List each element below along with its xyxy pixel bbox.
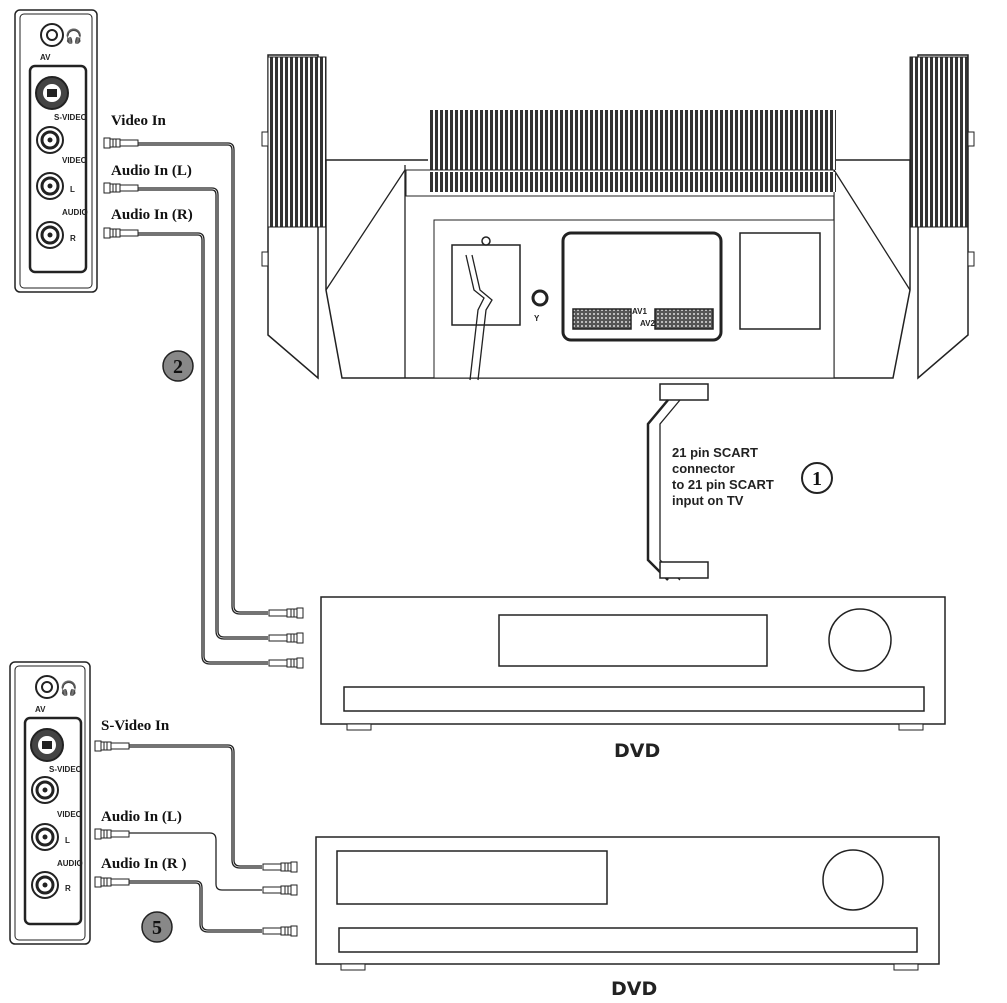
step-5-marker: 5 [141,911,173,943]
dvd-player-top [320,596,946,731]
dvd-label-bottom: DVD [611,978,657,1000]
headphone-icon: 🎧 [65,28,82,45]
av1-label: AV1 [632,307,648,316]
audio-label-bottom: AUDIO [57,859,83,868]
dvd-label-top: DVD [614,740,660,762]
av-panel-bottom: 🎧 AV S-VIDEO VIDEO L AUDIO R [9,661,91,945]
av-label-bottom: AV [35,705,46,714]
av-panel-top: 🎧 AV S-VIDEO VIDEO L AUDIO R [14,9,98,293]
video-label-bottom: VIDEO [57,810,82,819]
tv-back: Y AV1 AV2 [261,54,975,381]
plug-audio-r-top [103,227,139,239]
plug-s-video-bottom [94,740,130,752]
scart-line-4: input on TV [672,493,744,508]
svg-text:2: 2 [173,356,183,378]
svg-text:5: 5 [152,917,162,939]
video-jack-bottom[interactable] [30,775,60,805]
scart-cable [646,383,709,581]
cable-video-top [138,142,268,613]
scart-socket-av2[interactable] [654,308,714,330]
s-video-label-bottom: S-VIDEO [49,765,82,774]
cable-audio-l-top [138,187,268,638]
plug-audio-l-bottom [94,828,130,840]
label-audio-in-r-top: Audio In (R) [111,207,193,223]
s-video-jack-bottom[interactable] [30,728,64,762]
audio-r-jack-bottom[interactable] [30,870,60,900]
label-audio-in-r-bottom: Audio In (R ) [101,856,186,872]
r-label-bottom: R [65,884,71,893]
step-1-marker: 1 [801,462,833,494]
scart-line-3: to 21 pin SCART [672,477,774,492]
plug-audio-r-bottom [94,876,130,888]
av2-label: AV2 [640,319,656,328]
scart-line-2: connector [672,461,735,476]
video-jack-top[interactable] [35,125,65,155]
label-audio-in-l-bottom: Audio In (L) [101,809,182,825]
label-video-in: Video In [111,113,167,129]
av-label-top: AV [40,53,51,62]
audio-l-jack-bottom[interactable] [30,822,60,852]
cable-audio-l-bottom [129,832,262,891]
l-label-bottom: L [65,836,70,845]
audio-label-top: AUDIO [62,208,88,217]
cable-audio-r-bottom [129,880,262,931]
headphone-icon: 🎧 [60,680,77,697]
svg-text:1: 1 [812,468,822,490]
scart-line-1: 21 pin SCART [672,445,758,460]
s-video-jack-top[interactable] [35,76,69,110]
cable-s-video-bottom [129,744,262,867]
plug-audio-l-top [103,182,139,194]
l-label-top: L [70,185,75,194]
label-audio-in-l-top: Audio In (L) [111,163,192,179]
step-2-marker: 2 [162,350,194,382]
label-s-video-in: S-Video In [101,718,170,734]
dvd-player-bottom [315,836,940,971]
audio-l-jack-top[interactable] [35,171,65,201]
s-video-label-top: S-VIDEO [54,113,87,122]
antenna-socket[interactable] [531,289,549,307]
scart-socket-av1[interactable] [572,308,632,330]
video-label-top: VIDEO [62,156,87,165]
r-label-top: R [70,234,76,243]
cable-audio-r-top [138,232,268,663]
antenna-icon: Y [534,314,540,323]
audio-r-jack-top[interactable] [35,220,65,250]
plug-video-top [103,137,139,149]
